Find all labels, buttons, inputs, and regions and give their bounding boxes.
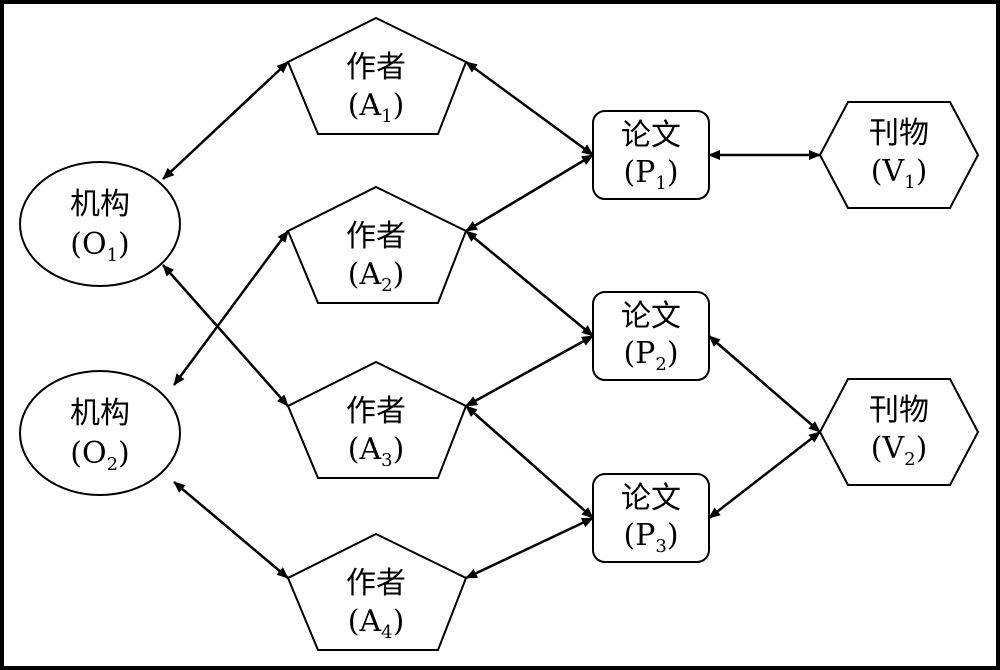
edge-a2-p2 [465,230,594,337]
pentagon-shape [286,16,468,135]
hexagon-shape [818,101,980,209]
edge-o1-a1 [162,61,289,180]
node-id-label: (A2) [348,257,405,296]
node-id-label: (A1) [348,88,405,127]
node-author-a4: 作者 (A4) [286,532,468,651]
pentagon-shape [286,185,468,304]
edge-a1-p1 [465,60,594,157]
rounded-rect-shape [592,291,710,381]
rounded-rect-shape [592,110,710,200]
node-id-label: (A4) [348,604,405,643]
node-name: 机构 [70,187,130,222]
node-name: 作者 [346,50,406,85]
pentagon-shape [286,532,468,651]
node-author-a3: 作者 (A3) [286,360,468,479]
node-name: 机构 [70,396,130,431]
node-author-a2: 作者 (A2) [286,185,468,304]
ellipse-shape [19,161,181,287]
node-name: 作者 [346,219,406,254]
pentagon-shape [286,360,468,479]
node-id-label: (O2) [70,436,130,475]
rounded-rect-shape [592,473,710,563]
node-name: 刊物 [869,116,929,151]
edge-p3-v2 [708,431,821,519]
node-id-label: (P1) [623,155,678,194]
edge-o1-a3 [162,264,289,407]
ellipse-shape [19,370,181,496]
node-venue-v2: 刊物 (V2) [818,378,980,486]
edge-a3-p3 [465,405,594,519]
edges-layer [162,60,821,580]
edge-o2-a2 [172,230,290,386]
edge-o2-a4 [173,481,289,579]
node-name: 论文 [621,118,681,153]
node-id-label: (P2) [623,336,678,375]
node-name: 刊物 [869,393,929,428]
node-id-label: (P3) [623,518,678,557]
hexagon-shape [818,378,980,486]
node-author-a1: 作者 (A1) [286,16,468,135]
edge-a2-p1 [465,153,594,233]
node-name: 作者 [346,394,406,429]
node-venue-v1: 刊物 (V1) [818,101,980,209]
node-paper-p3: 论文 (P3) [592,473,710,563]
node-id-label: (A3) [348,432,405,471]
node-name: 作者 [346,566,406,601]
node-name: 论文 [621,299,681,334]
node-name: 论文 [621,481,681,516]
node-paper-p2: 论文 (P2) [592,291,710,381]
edge-a3-p2 [465,334,594,408]
node-id-label: (O1) [70,227,130,266]
edge-p2-v2 [708,335,821,433]
node-organization-o1: 机构 (O1) [19,161,181,287]
node-organization-o2: 机构 (O2) [19,370,181,496]
node-id-label: (V1) [871,154,928,193]
node-paper-p1: 论文 (P1) [592,110,710,200]
edge-a4-p3 [465,516,594,580]
node-id-label: (V2) [871,431,928,470]
